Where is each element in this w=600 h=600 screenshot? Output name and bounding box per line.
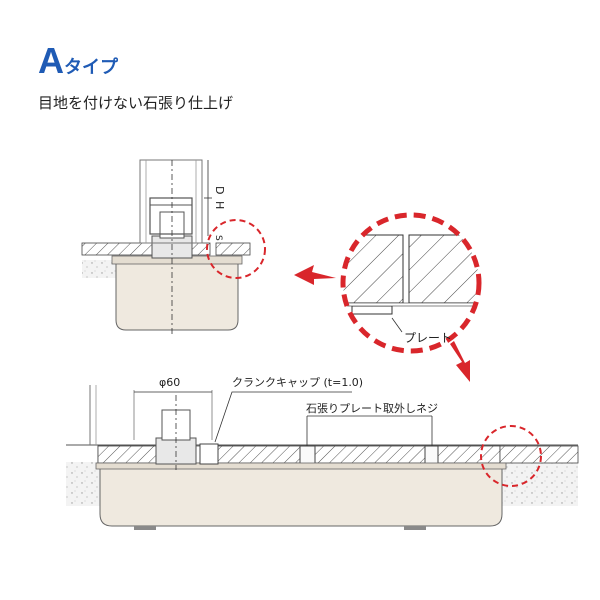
- page-title: Aタイプ: [38, 40, 118, 82]
- crank-cap: [199, 443, 219, 465]
- plate-label: プレート: [404, 331, 452, 345]
- diameter-label: φ60: [159, 376, 180, 389]
- screw-right: [424, 445, 439, 465]
- page-subtitle: 目地を付けない石張り仕上げ: [38, 94, 234, 112]
- screw-left: [299, 445, 316, 465]
- title-letter: A: [38, 40, 64, 81]
- bottom-detail-circle: [480, 425, 542, 487]
- arrow-down-icon: [450, 341, 470, 382]
- dim-s-label: S: [213, 235, 223, 241]
- dim-d-label: D: [213, 186, 226, 194]
- bottom-diagram: φ60 クランクキャップ (t=1.0) 石張りプレート取外しネジ: [66, 376, 579, 530]
- top-body: [115, 261, 239, 331]
- title-suffix: タイプ: [64, 57, 118, 78]
- zoom-detail: プレート: [294, 212, 482, 382]
- crank-cap-label: クランクキャップ (t=1.0): [232, 376, 363, 389]
- bottom-slab-5: [499, 445, 579, 464]
- screw-label: 石張りプレート取外しネジ: [306, 402, 438, 415]
- bottom-body: [99, 467, 503, 527]
- dim-h-label: H: [213, 201, 226, 209]
- top-floor-slab-right: [215, 242, 251, 256]
- bottom-slab-2: [217, 445, 301, 464]
- zoom-circle: [340, 212, 482, 354]
- zoom-plate: [351, 305, 393, 315]
- top-detail-circle: [206, 219, 266, 279]
- bottom-slab-4: [437, 445, 501, 464]
- bottom-slab-3: [314, 445, 426, 464]
- bottom-slab-1: [97, 445, 157, 464]
- top-diagram: H D S: [81, 159, 266, 335]
- top-frame: [139, 159, 203, 244]
- zoom-stone-left: [343, 234, 404, 304]
- arrow-left-icon: [294, 265, 336, 285]
